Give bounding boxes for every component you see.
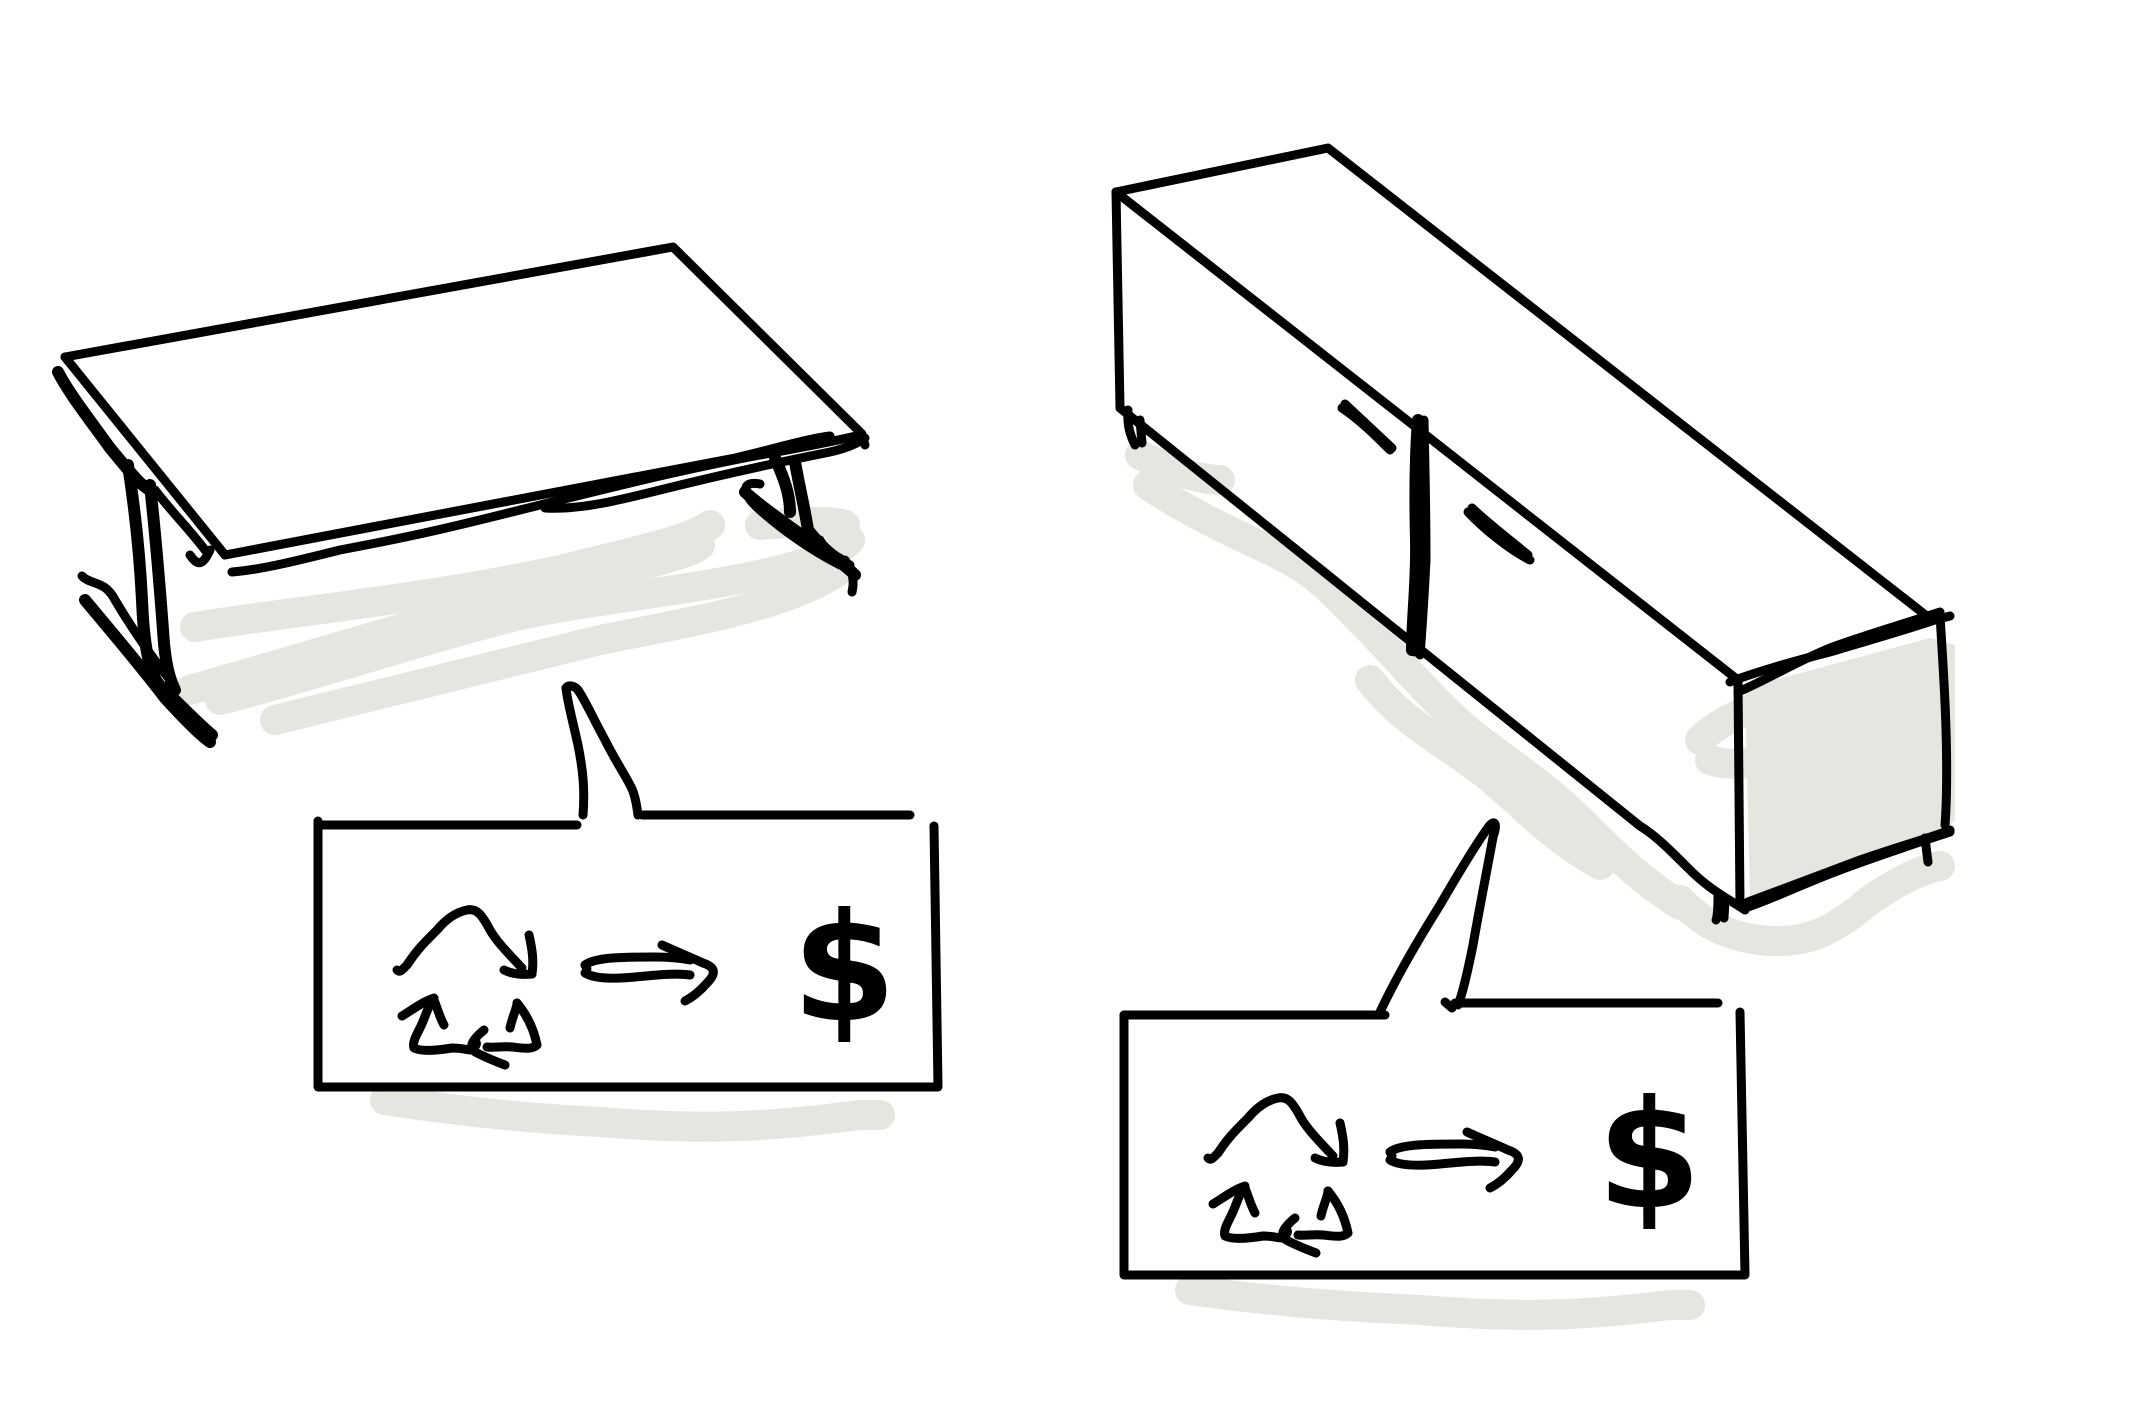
callout-right-money-icon: $ <box>1597 1069 1701 1243</box>
callout-left: $ <box>313 681 943 1142</box>
callout-left-money-icon: $ <box>792 882 896 1056</box>
table-shadow <box>175 506 865 735</box>
sideboard-sketch <box>1111 143 1955 957</box>
callout-right-recycle-icon <box>1208 1098 1348 1253</box>
callout-left-recycle-icon <box>397 910 537 1065</box>
callout-right-arrow-right-icon <box>1390 1132 1518 1188</box>
table-sketch <box>52 242 870 748</box>
callout-right: $ <box>1119 818 1750 1330</box>
sideboard-shadow <box>1125 440 1955 957</box>
callout-left-arrow-right-icon <box>585 945 713 1001</box>
